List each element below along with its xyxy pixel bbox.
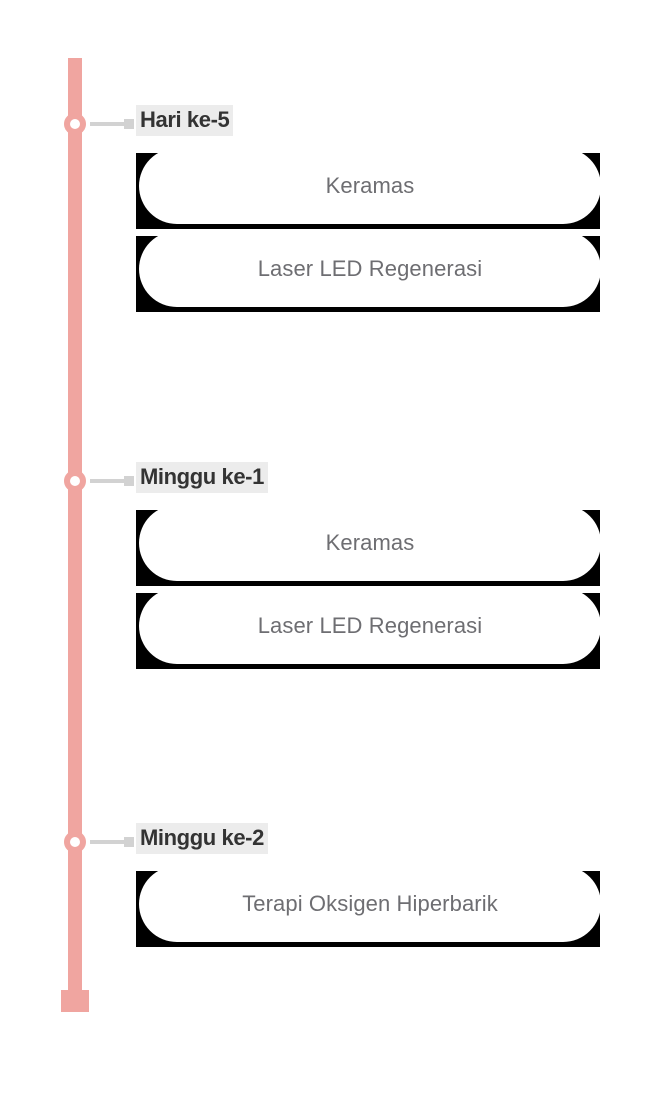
timeline-rail: [68, 58, 82, 998]
timeline-connector-icon: [90, 840, 124, 844]
timeline-connector-icon: [90, 122, 124, 126]
event-card-label: Laser LED Regenerasi: [257, 256, 483, 281]
event-card-list: Terapi Oksigen Hiperbarik: [0, 866, 660, 954]
event-card-label: Keramas: [325, 530, 415, 555]
period-label: Hari ke-5: [136, 105, 234, 136]
event-card-label: Keramas: [325, 173, 415, 198]
timeline-connector-cap-icon: [124, 837, 134, 847]
timeline-connector-cap-icon: [124, 119, 134, 129]
timeline-ring-marker-icon: [64, 831, 86, 853]
event-card-label: Laser LED Regenerasi: [257, 613, 483, 638]
event-card-face[interactable]: Terapi Oksigen Hiperbarik: [139, 866, 601, 942]
event-card[interactable]: Terapi Oksigen Hiperbarik: [136, 866, 601, 947]
event-card-face[interactable]: Keramas: [139, 505, 601, 581]
timeline-ring-marker-icon: [64, 470, 86, 492]
event-card[interactable]: Keramas: [136, 505, 601, 586]
timeline-ring-marker-icon: [64, 113, 86, 135]
event-card-face[interactable]: Keramas: [139, 148, 601, 224]
event-card-face[interactable]: Laser LED Regenerasi: [139, 588, 601, 664]
event-card[interactable]: Laser LED Regenerasi: [136, 231, 601, 312]
timeline-end-cap-icon: [61, 990, 89, 1012]
period-label: Minggu ke-2: [136, 823, 268, 854]
event-card-label: Terapi Oksigen Hiperbarik: [242, 891, 498, 916]
timeline-connector-icon: [90, 479, 124, 483]
event-card[interactable]: Keramas: [136, 148, 601, 229]
period-label: Minggu ke-1: [136, 462, 268, 493]
timeline-connector-cap-icon: [124, 476, 134, 486]
event-card[interactable]: Laser LED Regenerasi: [136, 588, 601, 669]
event-card-face[interactable]: Laser LED Regenerasi: [139, 231, 601, 307]
